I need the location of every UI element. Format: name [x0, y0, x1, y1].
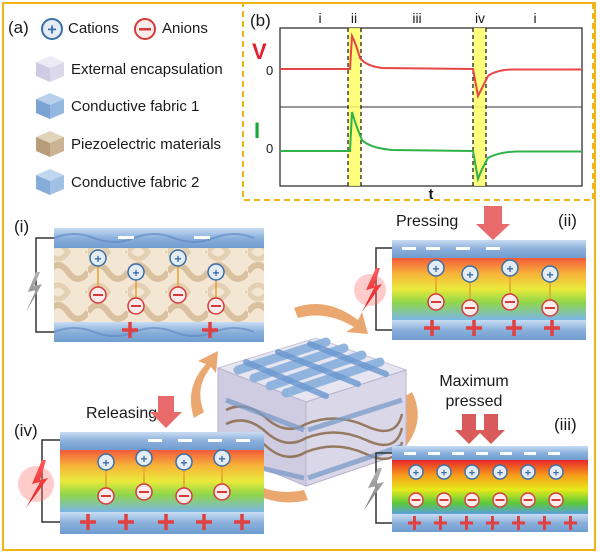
surface-negative — [118, 236, 134, 239]
encapsulation-label: External encapsulation — [71, 61, 223, 78]
textile-device-illustration — [190, 304, 418, 503]
voltage-zero-label: 0 — [266, 63, 273, 78]
phase-ii-band — [348, 28, 361, 186]
piezo-layer-releasing — [60, 450, 264, 512]
external-circuit — [35, 237, 54, 333]
panel-b-signal-plot: (b) i ii iii iv i V 0 I 0 t — [242, 2, 594, 202]
svg-text:+: + — [94, 252, 101, 266]
stage-i-diagram: (i) + + + + — [14, 217, 264, 342]
svg-text:+: + — [212, 266, 219, 280]
anion-symbol-icon — [134, 18, 156, 40]
surface-negatives — [404, 452, 560, 455]
svg-text:+: + — [218, 452, 225, 466]
svg-text:+: + — [506, 262, 513, 276]
phase-label-1: i — [318, 10, 321, 26]
svg-text:+: + — [432, 262, 439, 276]
svg-text:+: + — [441, 468, 447, 480]
surface-negative — [194, 236, 210, 239]
lightning-bolt-icon — [26, 460, 48, 508]
surface-negatives — [402, 247, 500, 250]
svg-text:+: + — [413, 468, 419, 480]
stage-iv-action: Releasing — [86, 405, 157, 422]
svg-text:+: + — [469, 468, 475, 480]
stage-ii-diagram: Pressing (ii) + + + + — [354, 206, 586, 340]
panel-a-label: (a) — [8, 18, 29, 37]
phase-label-5: i — [533, 10, 536, 26]
dipole-pairs: + + + + — [97, 449, 231, 505]
stage-iii-label: (iii) — [554, 415, 577, 434]
cations-legend-label: Cations — [68, 20, 119, 37]
cycle-arrow-right-icon — [294, 304, 368, 334]
voltage-signal-line — [280, 32, 582, 100]
press-arrow-icon — [477, 414, 505, 444]
svg-text:+: + — [497, 468, 503, 480]
stage-iv-diagram: (iv) Releasing + + + + — [14, 396, 264, 534]
phase-iv-band — [473, 28, 486, 186]
current-axis-label: I — [254, 118, 260, 143]
surface-negatives — [148, 439, 250, 442]
piezoelectric-cube-icon — [36, 131, 64, 157]
svg-text:+: + — [466, 268, 473, 282]
conductive-fabric-1-cube-icon — [36, 93, 64, 119]
time-axis-label: t — [429, 186, 434, 202]
stage-ii-label: (ii) — [558, 211, 577, 230]
bottom-positive-charges — [122, 322, 218, 338]
stage-ii-action: Pressing — [396, 213, 458, 230]
svg-text:+: + — [553, 468, 559, 480]
svg-text:+: + — [546, 268, 553, 282]
svg-text:+: + — [174, 252, 181, 266]
stage-iii-action-line1: Maximum — [439, 373, 508, 390]
svg-text:+: + — [140, 452, 147, 466]
cycle-arrow-left-icon — [238, 476, 308, 503]
panel-b-label: (b) — [250, 11, 271, 30]
piezoelectric-label: Piezoelectric materials — [71, 136, 222, 153]
conductive-fabric-2-cube-icon — [36, 169, 64, 195]
release-arrow-icon — [150, 396, 182, 428]
cation-symbol-icon: + — [41, 18, 63, 40]
stage-iv-label: (iv) — [14, 421, 38, 440]
svg-text:+: + — [525, 468, 531, 480]
stage-iii-action-line2: pressed — [446, 393, 503, 410]
phase-label-3: iii — [412, 10, 421, 26]
lightning-bolt-icon — [26, 272, 42, 312]
svg-text:+: + — [180, 456, 187, 470]
piezo-layer — [54, 248, 264, 322]
svg-text:+: + — [102, 456, 109, 470]
bottom-positive-charges — [424, 320, 560, 336]
phase-boundaries — [347, 28, 487, 186]
stage-i-label: (i) — [14, 217, 29, 236]
conductive-fabric-2-label: Conductive fabric 2 — [71, 174, 200, 191]
press-arrow-icon — [455, 414, 483, 444]
panel-b-dashed-border — [242, 2, 594, 201]
encapsulation-cube-icon — [36, 56, 64, 82]
dipole-pairs: + + + + — [427, 259, 559, 317]
dipole-pairs: + + + + + + — [408, 464, 564, 508]
anions-legend-label: Anions — [162, 20, 208, 37]
press-arrow-icon — [476, 206, 510, 240]
svg-text:+: + — [132, 266, 139, 280]
bottom-positive-charges — [408, 516, 577, 530]
top-fabric — [54, 228, 264, 248]
conductive-fabric-1-label: Conductive fabric 1 — [71, 98, 200, 115]
current-zero-label: 0 — [266, 141, 273, 156]
stage-iii-diagram: Maximum pressed (iii) + + + + — [364, 373, 588, 532]
dipole-pairs: + + + + — [89, 249, 225, 315]
phase-label-4: iv — [475, 10, 485, 26]
current-signal-line — [280, 111, 582, 183]
svg-text:+: + — [47, 22, 56, 39]
phase-label-2: ii — [351, 10, 357, 26]
cycle-arrow-up-icon — [190, 351, 218, 418]
lightning-bolt-icon — [364, 468, 384, 510]
bottom-positive-charges — [80, 514, 250, 530]
voltage-axis-label: V — [252, 39, 267, 64]
